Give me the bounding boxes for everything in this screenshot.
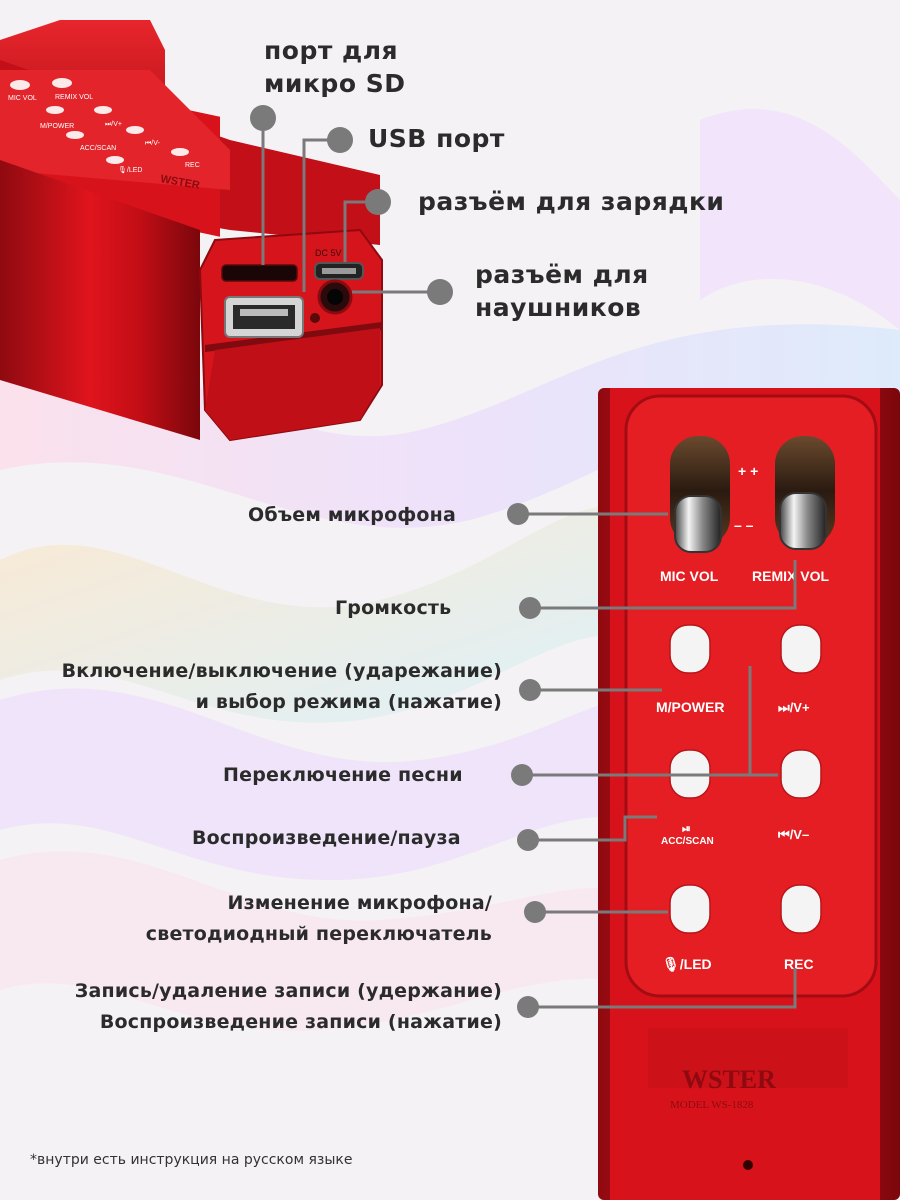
- next-button: [780, 624, 822, 674]
- panel-callout-lines: [507, 503, 797, 1018]
- top-callout-lines: [250, 105, 453, 305]
- device-control-panel: [598, 388, 900, 1200]
- model-label: MODEL WS-1828: [670, 1099, 754, 1111]
- label-next-vol-up: ⏭/V+: [778, 700, 810, 715]
- svg-text:MIC VOL: MIC VOL: [8, 95, 37, 102]
- callout-dot-record: [517, 996, 539, 1018]
- svg-text:REC: REC: [185, 162, 200, 169]
- callout-mic-led: Изменение микрофона/ светодиодный перекл…: [145, 892, 492, 945]
- label-minus: – –: [734, 517, 754, 533]
- callout-usb-port: USB порт: [368, 124, 505, 153]
- device-panel-labels: + + – – MIC VOL REMIX VOL M/POWER ⏭/V+ ⏯…: [656, 463, 829, 1111]
- callout-dot-track: [511, 764, 533, 786]
- label-m-power: M/POWER: [656, 699, 724, 715]
- label-rec: REC: [784, 956, 814, 972]
- callout-dot-usb: [327, 127, 353, 153]
- callout-volume: Громкость: [335, 597, 452, 619]
- svg-text:⏮/V-: ⏮/V-: [145, 140, 161, 147]
- svg-text:ACC/SCAN: ACC/SCAN: [80, 145, 116, 152]
- callout-dot-sd: [250, 105, 276, 131]
- svg-text:DC 5V: DC 5V: [315, 248, 342, 258]
- callout-sd-port: порт для микро SD: [264, 36, 406, 98]
- svg-text:M/POWER: M/POWER: [40, 123, 74, 130]
- prev-button: [780, 749, 822, 799]
- label-play-pause-icon: ⏯: [682, 823, 691, 835]
- svg-text:REMIX VOL: REMIX VOL: [55, 94, 93, 101]
- brand-logo: WSTER: [682, 1065, 776, 1094]
- callout-charge-port: разъём для зарядки: [418, 187, 725, 216]
- svg-text:🎙/LED: 🎙/LED: [118, 166, 142, 174]
- callout-track-switch: Переключение песни: [223, 764, 463, 786]
- mic-led-button: [669, 884, 711, 934]
- callout-power-mode: Включение/выключение (ударежание) и выбо…: [61, 660, 502, 713]
- label-mic-vol: MIC VOL: [660, 568, 719, 584]
- label-plus: + +: [738, 463, 758, 479]
- label-mic-led: 🎙/LED: [662, 956, 712, 972]
- svg-text:⏭/V+: ⏭/V+: [105, 121, 122, 128]
- callout-dot-headphone: [427, 279, 453, 305]
- label-prev-vol-down: ⏮/V–: [778, 827, 809, 842]
- mpower-button: [669, 624, 711, 674]
- callout-dot-power: [519, 679, 541, 701]
- callout-dot-mic-led: [524, 901, 546, 923]
- label-acc-scan: ACC/SCAN: [661, 836, 714, 847]
- callout-dot-play: [517, 829, 539, 851]
- callout-dot-charge: [365, 189, 391, 215]
- callout-mic-volume: Объем микрофона: [248, 504, 456, 526]
- device-connector-end: MIC VOL REMIX VOL M/POWER ⏭/V+ ACC/SCAN ⏮/V…: [0, 20, 383, 442]
- callout-headphone-port: разъём для наушников: [475, 260, 649, 322]
- callout-dot-mic-volume: [507, 503, 529, 525]
- footnote: *внутри есть инструкция на русском языке: [30, 1152, 353, 1168]
- callout-play-pause: Воспроизведение/пауза: [192, 827, 461, 849]
- rec-button: [780, 884, 822, 934]
- callout-dot-volume: [519, 597, 541, 619]
- label-remix-vol: REMIX VOL: [752, 568, 829, 584]
- callout-record: Запись/удаление записи (удержание) Воспр…: [74, 980, 502, 1033]
